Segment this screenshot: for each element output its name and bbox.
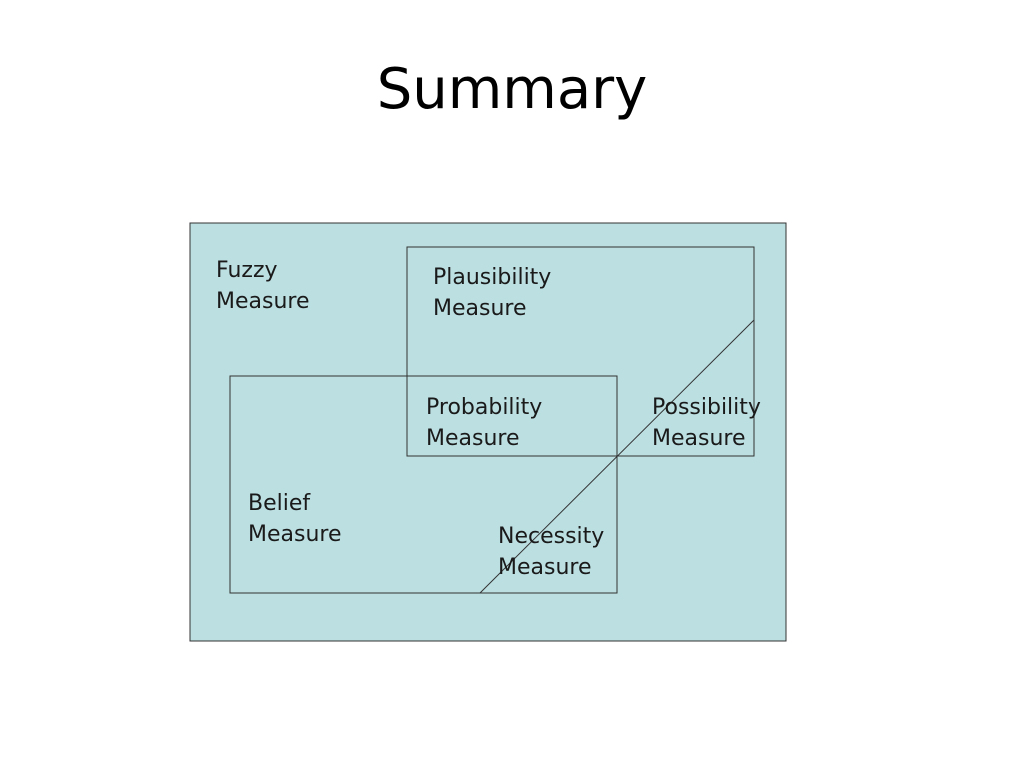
possibility-label-line1: Possibility <box>652 395 761 420</box>
probability-label-line2: Measure <box>426 426 520 451</box>
possibility-label-line2: Measure <box>652 426 746 451</box>
slide-title: Summary <box>376 57 648 122</box>
probability-label-line1: Probability <box>426 395 543 420</box>
belief-label-line2: Measure <box>248 522 342 547</box>
plausibility-measure-region <box>406 246 755 457</box>
possibility-measure-label: Possibility Measure <box>652 392 761 454</box>
necessity-label-line1: Necessity <box>498 524 605 549</box>
necessity-measure-label: Necessity Measure <box>498 521 604 583</box>
possibility-necessity-divider <box>479 319 755 594</box>
fuzzy-measure-region <box>189 222 787 642</box>
belief-label-line1: Belief <box>248 491 311 516</box>
probability-measure-label: Probability Measure <box>426 392 542 454</box>
fuzzy-measure-label: Fuzzy Measure <box>216 255 310 317</box>
plausibility-measure-label: Plausibility Measure <box>433 262 551 324</box>
fuzzy-label-line2: Measure <box>216 289 310 314</box>
plausibility-label-line2: Measure <box>433 296 527 321</box>
fuzzy-label-line1: Fuzzy <box>216 258 278 283</box>
necessity-label-line2: Measure <box>498 555 592 580</box>
belief-measure-region <box>229 375 618 594</box>
plausibility-label-line1: Plausibility <box>433 265 552 290</box>
belief-measure-label: Belief Measure <box>248 488 342 550</box>
